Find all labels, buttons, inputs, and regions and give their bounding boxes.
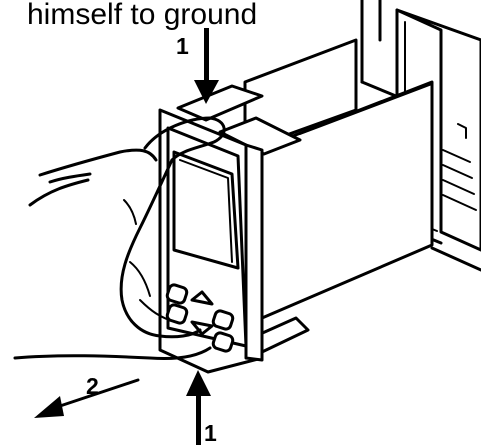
key-4 (211, 331, 235, 353)
arrow-step-1-bottom (186, 370, 211, 445)
instrument-sleeve (176, 38, 434, 354)
key-down-arrow (190, 320, 214, 336)
arrow-step-1-top (194, 28, 219, 104)
caption-text: himself to ground (27, 0, 257, 31)
key-2 (165, 303, 189, 325)
step-2-label: 2 (86, 373, 99, 399)
step-1-bottom-label: 1 (204, 420, 217, 445)
hand (13, 116, 226, 360)
arrow-step-2 (34, 378, 140, 418)
step-1-top-label: 1 (176, 33, 189, 59)
key-up-arrow (190, 290, 214, 306)
key-1 (165, 283, 189, 305)
keypad (165, 283, 235, 353)
key-3 (211, 309, 235, 331)
instrument-front (158, 108, 264, 374)
display-window (172, 150, 240, 270)
